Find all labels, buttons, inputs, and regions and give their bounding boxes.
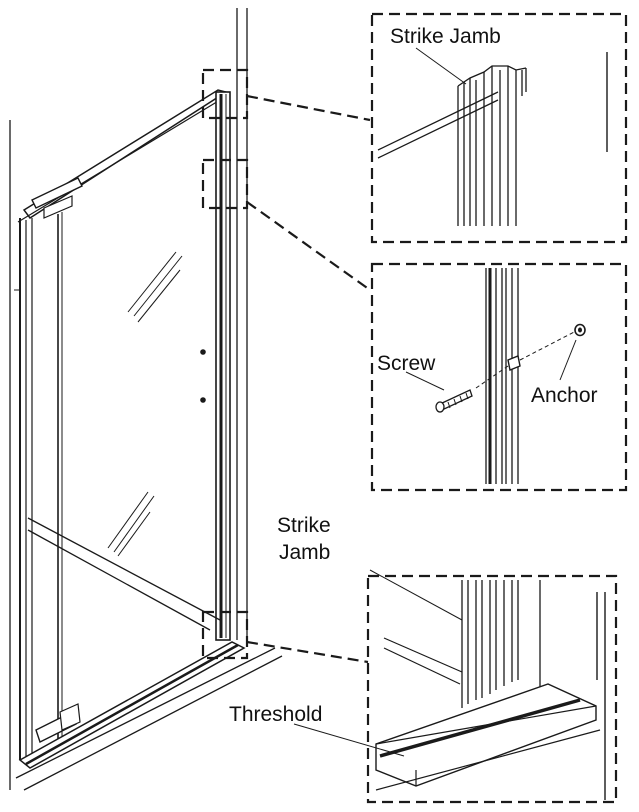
handle-hole-lower [200,397,206,403]
callout-marker-bottom [201,610,249,660]
callout-marker-top [201,68,249,120]
label-threshold: Threshold [229,703,322,726]
top-hinge [31,177,83,209]
glass-reflection-marks [107,251,183,557]
handle-hole-upper [200,349,206,355]
screw-icon [435,389,473,413]
label-strike-bottom-line2: Jamb [279,541,330,564]
label-anchor: Anchor [531,384,598,407]
detail-panel-threshold: Strike Jamb Threshold [229,514,618,804]
door-assembly [9,8,283,791]
detail-panel-strike-jamb-top: Strike Jamb [370,12,628,244]
anchor-icon [574,323,586,337]
label-strike-bottom-line1: Strike [277,514,331,537]
callout-marker-middle [201,158,249,210]
leader-line-middle [246,201,371,291]
threshold [15,641,283,791]
detail-panel-screw-anchor: Screw Anchor [370,262,628,492]
label-strike-jamb-top: Strike Jamb [390,25,501,48]
leader-line-bottom [246,640,369,664]
label-screw: Screw [377,352,436,375]
strike-jamb [215,91,231,641]
leader-line-top [246,94,371,122]
